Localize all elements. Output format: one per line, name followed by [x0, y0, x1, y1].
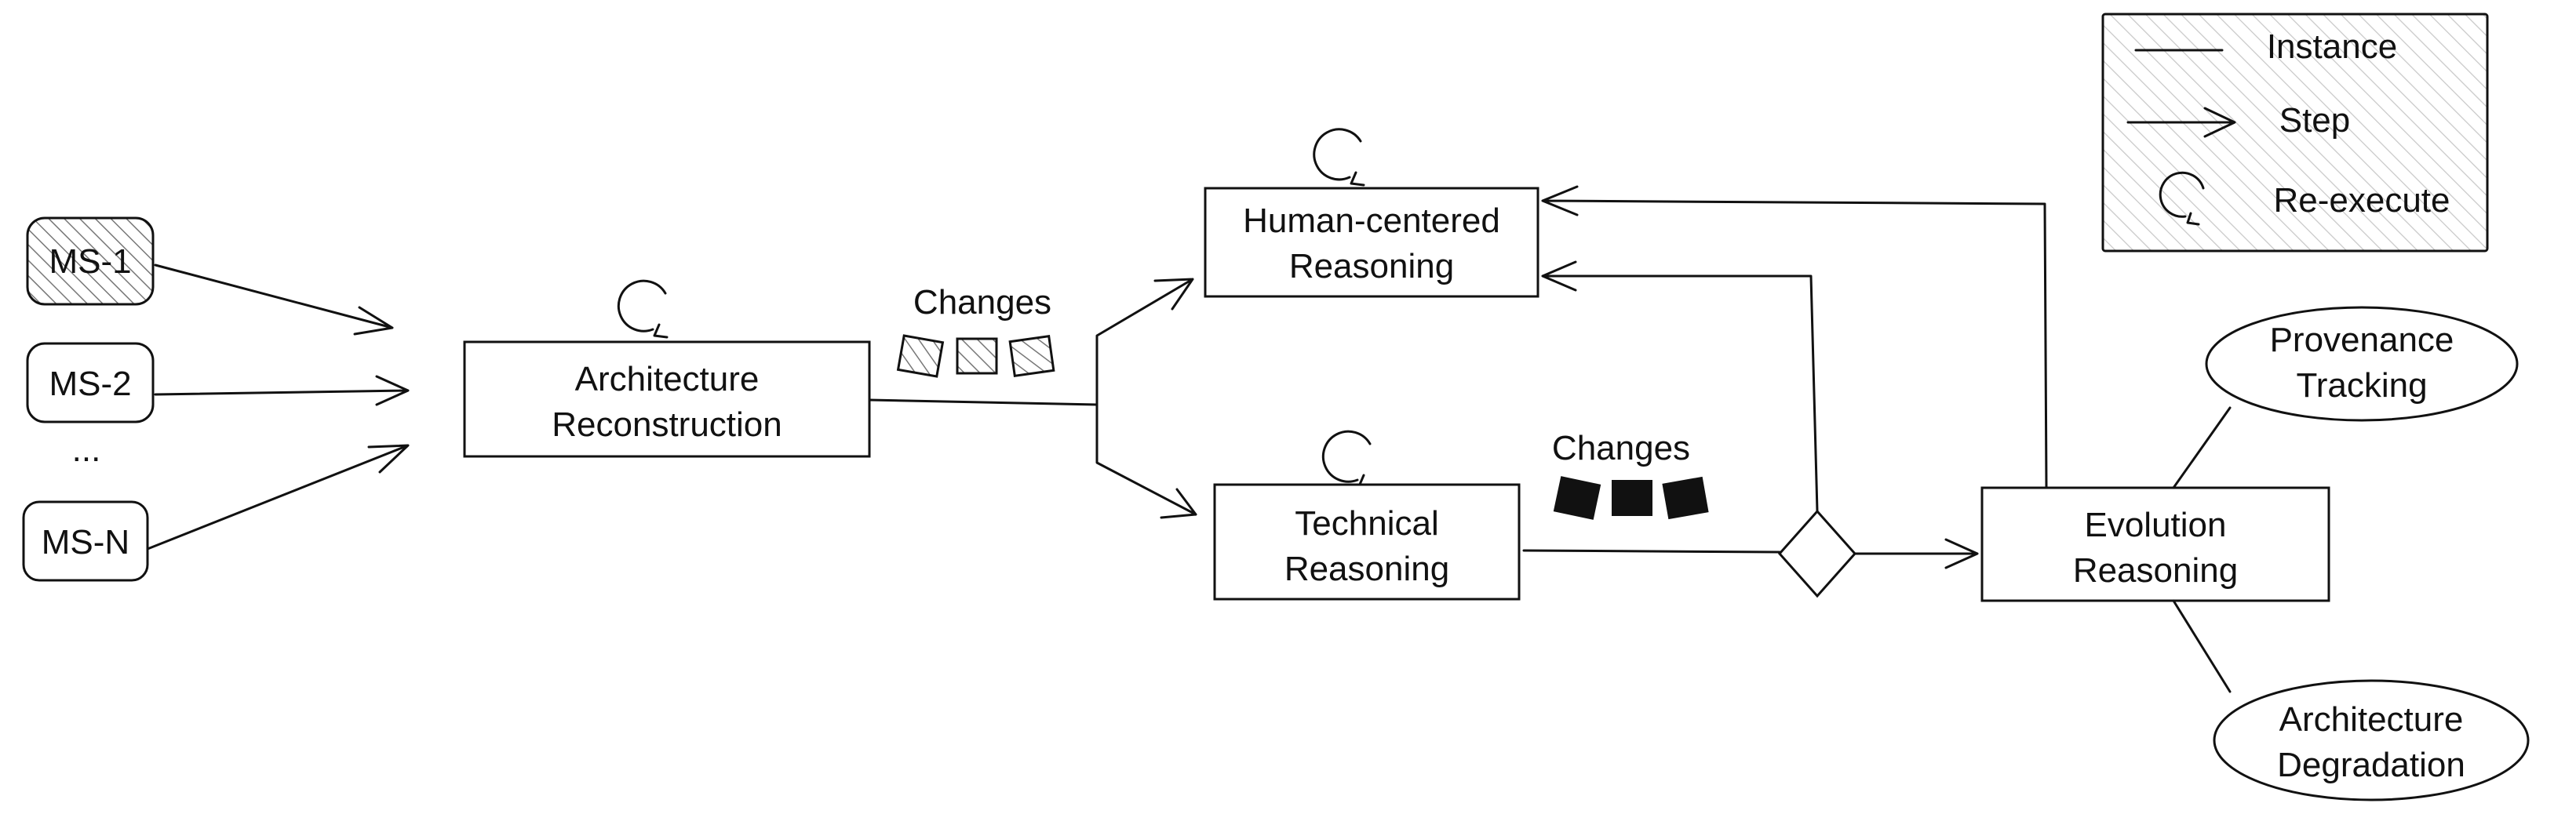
connector-technical-to-decision [1522, 549, 1781, 554]
arrow-ms2-to-arch [154, 375, 410, 406]
provenance-tracking-node: Provenance Tracking [2205, 306, 2519, 422]
ms-ellipsis: ... [72, 431, 101, 469]
ms-1-label: MS-1 [49, 242, 131, 281]
evolution-reasoning-node: Evolution Reasoning [1980, 486, 2330, 602]
changes-hatched-icons [896, 334, 1055, 378]
ms-n-node: MS-N [22, 500, 149, 582]
ms-2-label: MS-2 [49, 365, 131, 403]
changes-hatched-label: Changes [913, 283, 1051, 322]
ms-1-node: MS-1 [26, 216, 155, 306]
evolution-line-2: Reasoning [2073, 551, 2238, 590]
arrow-ms1-to-arch [154, 263, 394, 336]
decision-diamond [1777, 509, 1857, 598]
changes-solid-icons [1553, 476, 1709, 520]
line-evolution-to-provenance [2172, 406, 2232, 489]
technical-line-2: Reasoning [1284, 550, 1449, 588]
technical-reexecute-icon [1321, 430, 1373, 489]
legend-step-arrow-icon [2126, 107, 2236, 138]
ms-2-node: MS-2 [26, 342, 155, 423]
arrow-branch-to-technical [1095, 403, 1197, 519]
arrow-decision-to-human [1541, 260, 1819, 513]
arrow-decision-to-evolution [1853, 538, 1979, 569]
human-reexecute-icon [1313, 128, 1365, 187]
architecture-degradation-node: Architecture Degradation [2213, 679, 2530, 801]
ms-n-label: MS-N [42, 523, 129, 561]
degradation-line-1: Architecture [2279, 700, 2464, 739]
legend: Instance Step Re-execute [2101, 13, 2489, 253]
arrow-msn-to-arch [146, 444, 410, 551]
legend-box [2101, 13, 2489, 253]
legend-step-label: Step [2279, 101, 2351, 140]
arch-recon-line-2: Reconstruction [552, 405, 782, 444]
arrow-evolution-to-human [1541, 185, 2048, 489]
legend-instance-label: Instance [2267, 27, 2397, 66]
provenance-line-1: Provenance [2270, 321, 2454, 359]
technical-reasoning-node: Technical Reasoning [1213, 430, 1521, 601]
arch-reexecute-icon [617, 279, 669, 339]
degradation-line-2: Degradation [2277, 746, 2465, 784]
provenance-line-2: Tracking [2296, 366, 2427, 405]
legend-reexecute-label: Re-execute [2273, 181, 2450, 220]
arch-recon-line-1: Architecture [575, 360, 760, 398]
architecture-reconstruction-node: Architecture Reconstruction [463, 279, 871, 458]
legend-reexecute-icon [2159, 171, 2205, 226]
evolution-line-1: Evolution [2084, 506, 2226, 544]
technical-line-1: Technical [1295, 504, 1438, 543]
connector-arch-to-branch [868, 398, 1099, 406]
changes-solid-label: Changes [1552, 429, 1690, 467]
line-evolution-to-degradation [2172, 599, 2232, 693]
arrow-branch-to-human [1095, 278, 1194, 406]
human-line-1: Human-centered [1243, 202, 1500, 240]
human-centered-reasoning-node: Human-centered Reasoning [1204, 128, 1539, 298]
human-line-2: Reasoning [1289, 247, 1454, 285]
